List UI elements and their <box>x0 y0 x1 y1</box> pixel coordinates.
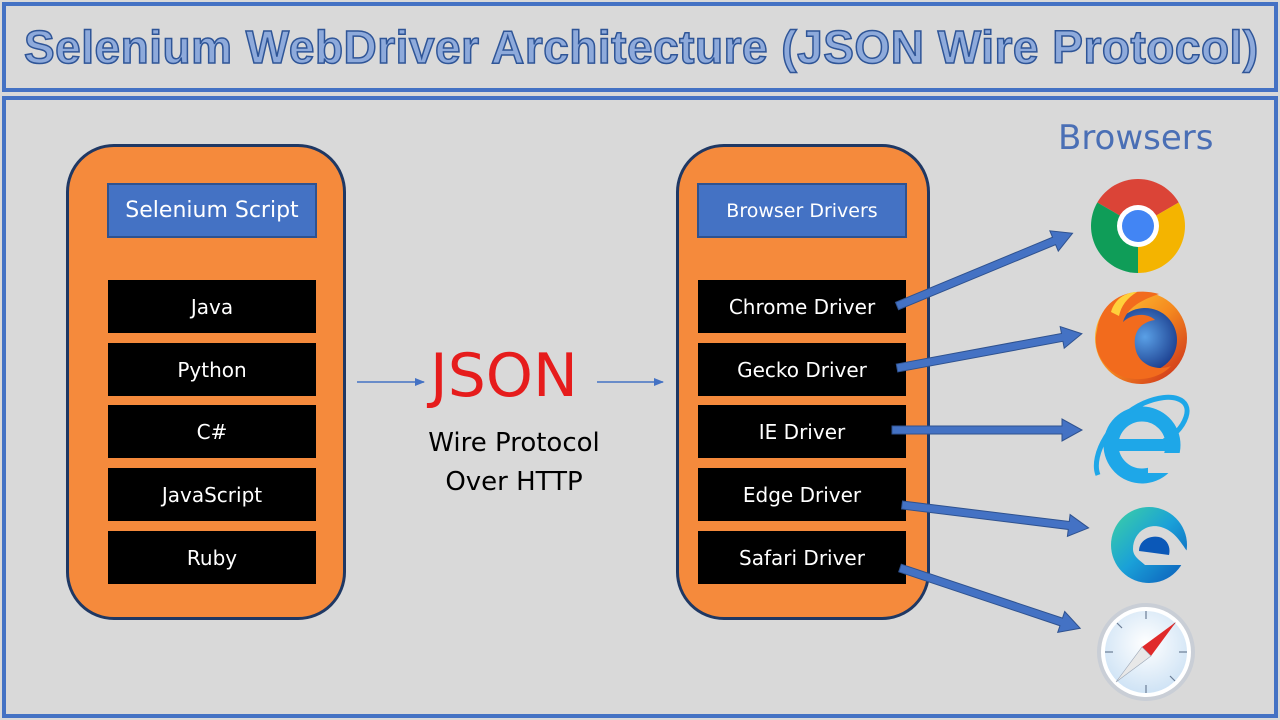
json-label: JSON <box>430 341 578 411</box>
driver-edge: Edge Driver <box>698 468 906 521</box>
driver-safari: Safari Driver <box>698 531 906 584</box>
internet-explorer-icon <box>1093 394 1190 484</box>
protocol-line-1: Wire Protocol <box>428 428 600 458</box>
driver-browser-arrows <box>891 230 1090 634</box>
arrow-chrome <box>894 230 1074 311</box>
protocol-label: Wire Protocol Over HTTP <box>404 424 624 502</box>
language-ruby: Ruby <box>108 531 316 584</box>
arrow-firefox <box>895 325 1083 373</box>
protocol-line-2: Over HTTP <box>445 467 583 497</box>
driver-ie: IE Driver <box>698 405 906 458</box>
language-csharp: C# <box>108 405 316 458</box>
arrow-edge <box>900 500 1090 538</box>
driver-gecko: Gecko Driver <box>698 343 906 396</box>
safari-icon <box>1097 603 1195 701</box>
title-bar: Selenium WebDriver Architecture (JSON Wi… <box>2 2 1278 92</box>
firefox-icon <box>1095 291 1187 384</box>
edge-icon <box>1111 507 1187 583</box>
driver-chrome: Chrome Driver <box>698 280 906 333</box>
chrome-icon <box>1091 179 1185 273</box>
language-java: Java <box>108 280 316 333</box>
diagram-title: Selenium WebDriver Architecture (JSON Wi… <box>23 20 1259 74</box>
arrow-safari <box>898 563 1082 634</box>
browser-drivers-header: Browser Drivers <box>697 183 907 238</box>
selenium-script-header: Selenium Script <box>107 183 317 238</box>
language-javascript: JavaScript <box>108 468 316 521</box>
browsers-label: Browsers <box>1058 118 1214 158</box>
language-python: Python <box>108 343 316 396</box>
arrow-ie <box>891 418 1084 442</box>
